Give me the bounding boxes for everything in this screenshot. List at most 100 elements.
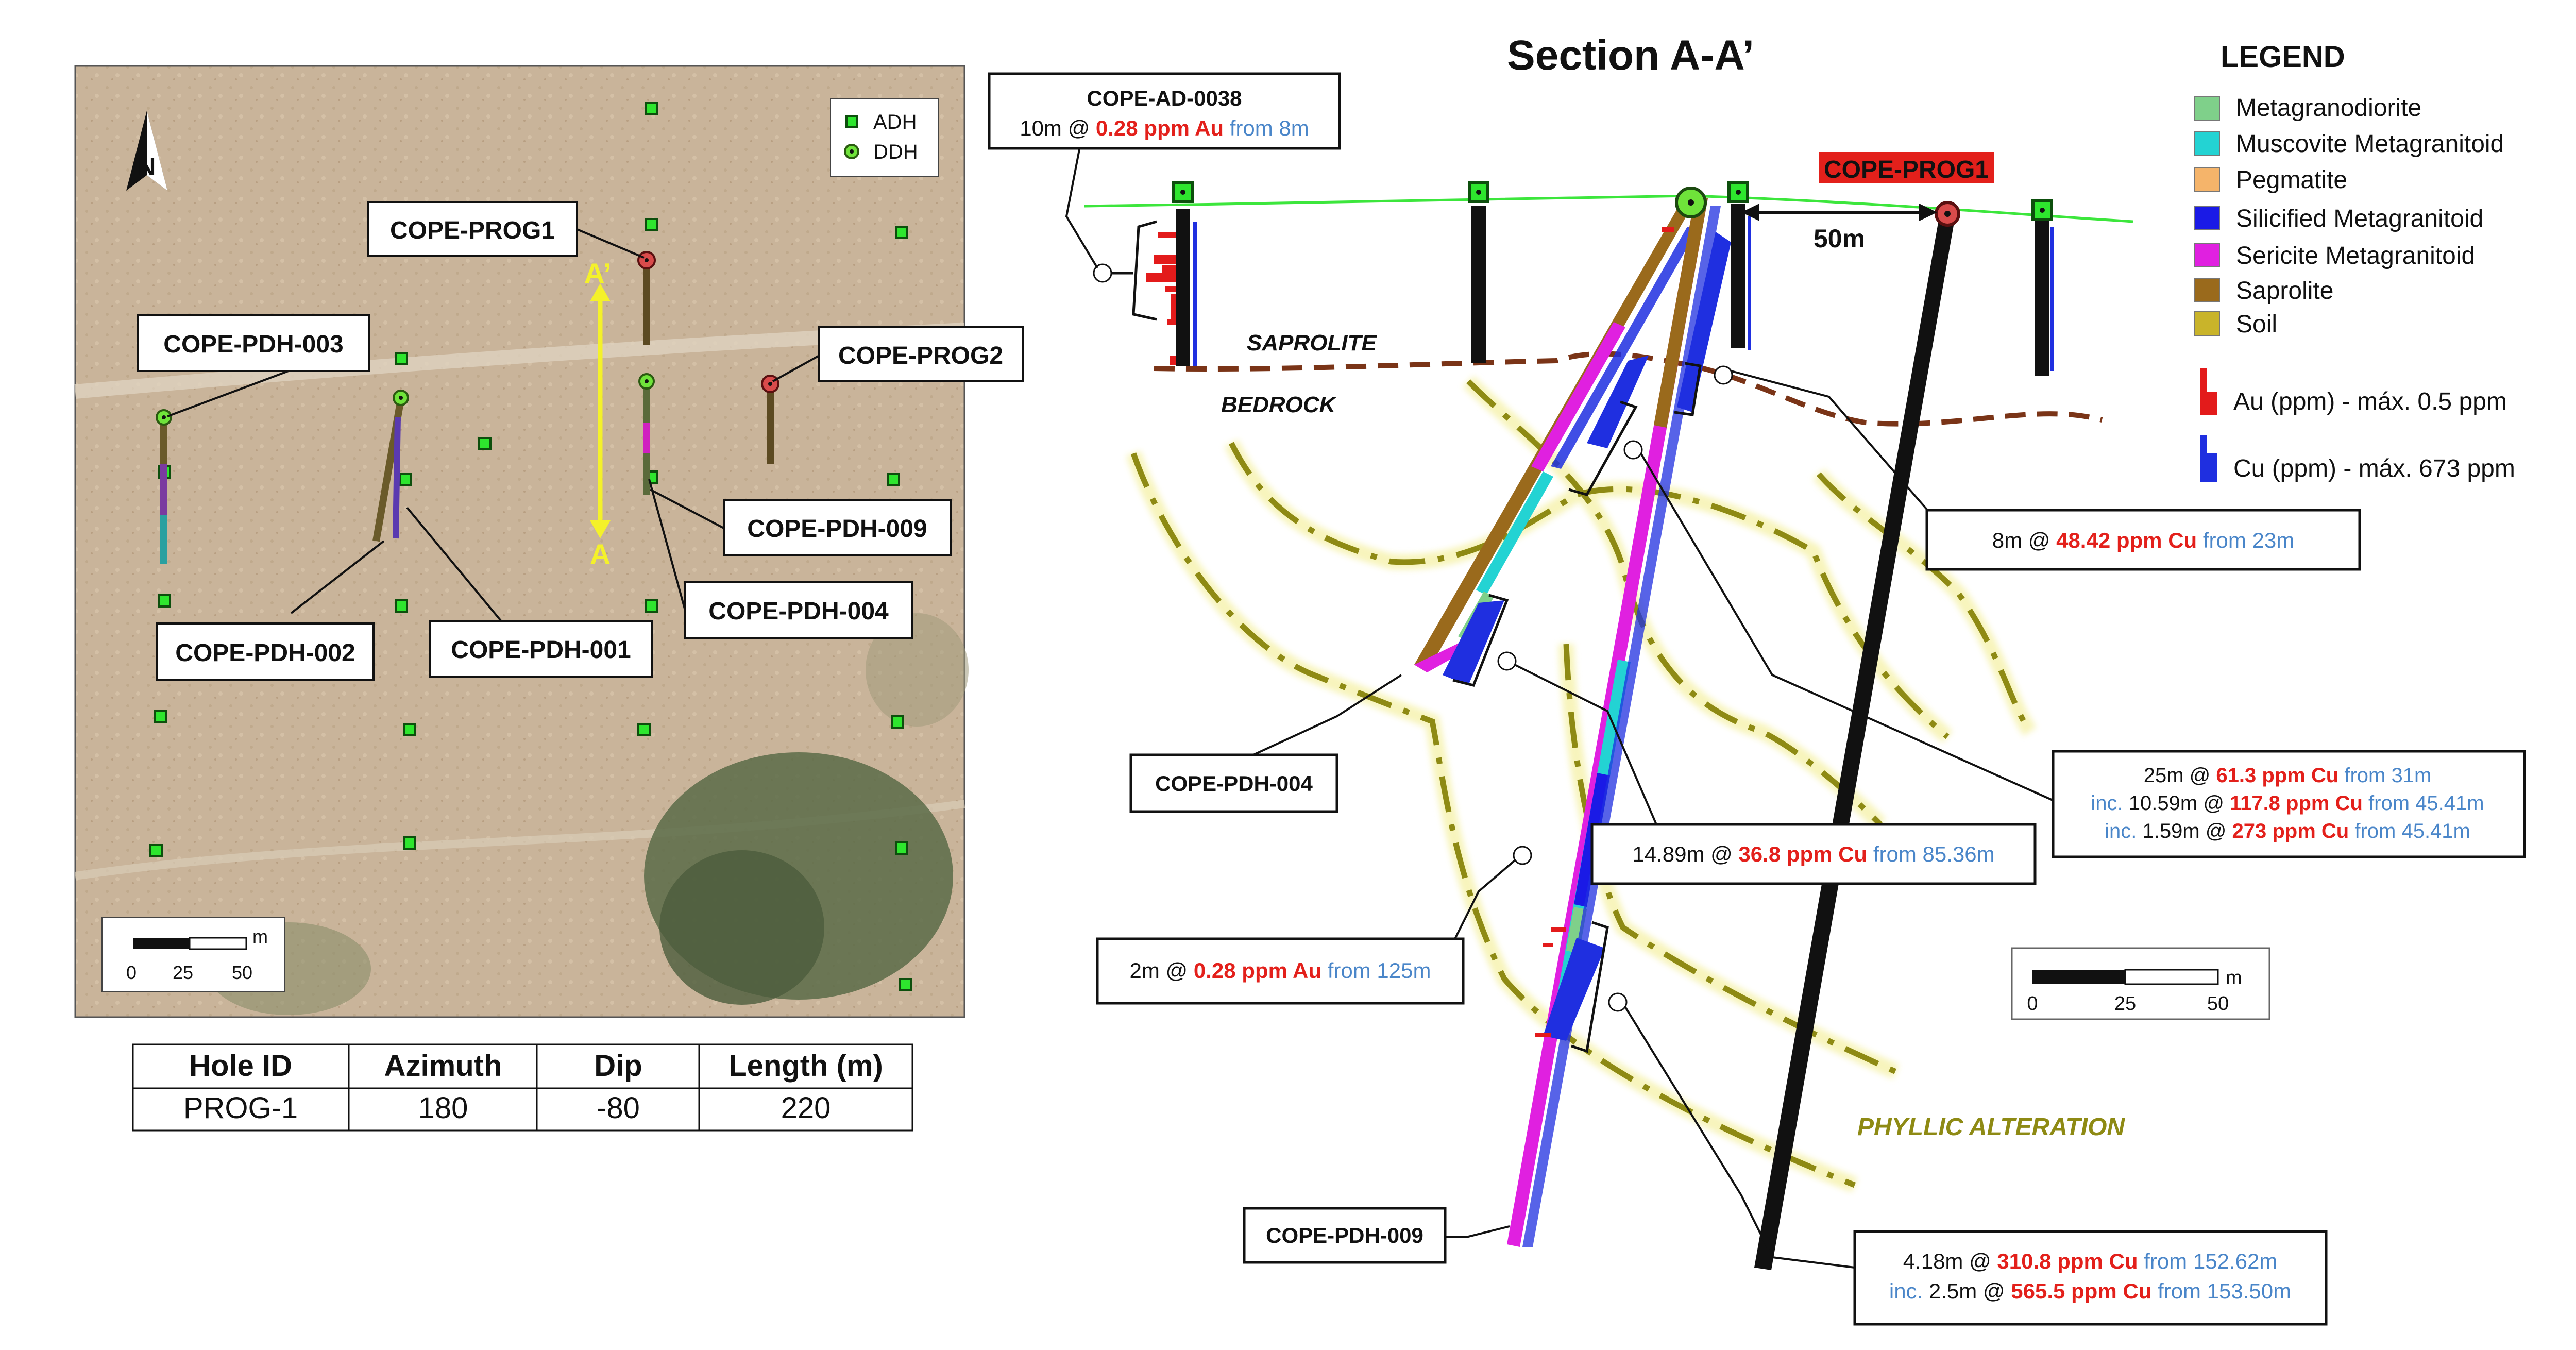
au-histogram-ad0038 <box>1146 232 1176 365</box>
adh-point <box>154 710 167 723</box>
interval-brackets <box>1110 220 1702 1053</box>
callout-c2: 25m @ 61.3 ppm Cu from 31m inc. 10.59m @… <box>2052 750 2526 858</box>
plan-scale-tick: 0 <box>126 962 137 983</box>
legend-swatch <box>2194 167 2220 192</box>
callout-c2-line1: 25m @ 61.3 ppm Cu from 31m <box>2144 764 2432 787</box>
legend-au: Au (ppm) - máx. 0.5 ppm <box>2233 388 2507 415</box>
callout-markers <box>1093 263 1733 1012</box>
legend-swatch <box>2194 243 2220 267</box>
legend-cu: Cu (ppm) - máx. 673 ppm <box>2233 455 2515 482</box>
adh-point <box>399 473 412 486</box>
plan-label-pdh002: COPE-PDH-002 <box>175 639 355 667</box>
label-pdh009: COPE-PDH-009 <box>1243 1207 1447 1264</box>
adh-point <box>645 218 658 231</box>
legend-unit: Muscovite Metagranitoid <box>2236 130 2504 158</box>
spacing-label: 50m <box>1814 224 1865 253</box>
legend-ddh: DDH <box>873 141 918 163</box>
legend-unit: Sericite Metagranitoid <box>2236 242 2475 269</box>
callout-c4-text: 2m @ 0.28 ppm Au from 125m <box>1130 958 1431 983</box>
table-cell: -80 <box>597 1091 640 1125</box>
ddh-pdh004 <box>1414 196 1698 685</box>
section-scale-tick: 50 <box>2207 993 2229 1015</box>
plan-scale-tick: 25 <box>173 962 193 983</box>
adh-point <box>395 352 408 365</box>
table-cell: 220 <box>781 1091 831 1125</box>
legend-swatch <box>2194 278 2220 302</box>
section-a-prime-label: A’ <box>584 257 612 290</box>
table-cell: PROG-1 <box>183 1091 298 1125</box>
plan-label-pdh001: COPE-PDH-001 <box>451 636 631 664</box>
callout-c1: 8m @ 48.42 ppm Cu from 23m <box>1925 509 2361 571</box>
plan-label-pdh009: COPE-PDH-009 <box>747 515 927 543</box>
section-scale-bar: m 0 25 50 <box>2011 947 2270 1020</box>
section-scale-tick: 0 <box>2027 993 2038 1015</box>
legend-adh: ADH <box>873 111 917 133</box>
callout-c2-line2: inc. 10.59m @ 117.8 ppm Cu from 45.41m <box>2091 792 2484 815</box>
adh-point <box>637 723 651 736</box>
adh-point <box>403 723 416 736</box>
adh-point <box>899 978 912 991</box>
legend-swatch <box>2194 96 2220 121</box>
section-a-label: A <box>590 538 611 570</box>
plan-label-pdh004: COPE-PDH-004 <box>708 598 889 625</box>
adh-point <box>158 594 171 608</box>
plan-scale-bar: m 0 25 50 <box>101 917 285 992</box>
legend-unit: Soil <box>2236 311 2277 338</box>
legend-unit: Saprolite <box>2236 277 2333 305</box>
table-header: Dip <box>594 1049 642 1083</box>
section-scale-tick: 25 <box>2114 993 2136 1015</box>
legend-unit: Pegmatite <box>2236 166 2347 194</box>
plan-map: N <box>74 65 1024 1018</box>
section-line: A’ A <box>584 257 612 570</box>
prog1-label-bg <box>1819 152 1994 183</box>
adh-point <box>645 102 658 115</box>
cu-legend-icon <box>2200 435 2217 482</box>
plan-label-prog2: COPE-PROG2 <box>838 342 1003 369</box>
callout-ad0038: COPE-AD-0038 10m @ 0.28 ppm Au from 8m <box>988 72 1341 150</box>
north-label: N <box>138 154 156 181</box>
plan-scale-unit: m <box>252 926 268 947</box>
adh-point <box>895 841 908 855</box>
callout-c5: 4.18m @ 310.8 ppm Cu from 152.62m inc. 2… <box>1853 1230 2328 1326</box>
plan-label-pdh003: COPE-PDH-003 <box>163 331 343 358</box>
callout-c2-line3: inc. 1.59m @ 273 ppm Cu from 45.41m <box>2105 820 2470 842</box>
adh-point <box>887 473 900 486</box>
legend-unit: Metagranodiorite <box>2236 94 2421 122</box>
adh-point <box>478 437 492 450</box>
topography-line <box>1084 194 2133 223</box>
callout-c4: 2m @ 0.28 ppm Au from 125m <box>1096 937 1465 1005</box>
north-arrow-icon: N <box>126 111 167 191</box>
section-title: Section A-A’ <box>1507 32 1754 79</box>
section-legend: LEGEND Metagranodiorite Muscovite Metagr… <box>2194 40 2515 482</box>
legend-title: LEGEND <box>2221 40 2345 74</box>
au-legend-icon <box>2200 368 2217 415</box>
ddh-traces <box>160 260 774 564</box>
label-pdh004: COPE-PDH-004 <box>1129 753 1338 813</box>
hole-table: Hole ID Azimuth Dip Length (m) PROG-1 18… <box>132 1043 913 1132</box>
plan-scale-tick: 50 <box>232 962 252 983</box>
callout-c3-text: 14.89m @ 36.8 ppm Cu from 85.36m <box>1632 842 1994 866</box>
legend-swatch <box>2194 311 2220 336</box>
table-header: Length (m) <box>728 1049 883 1083</box>
adh-legend-icon <box>845 115 858 128</box>
cross-section: Section A-A’ SAPROLITE BEDROCK P <box>988 32 2526 1326</box>
adh-point <box>891 715 904 729</box>
legend-swatch <box>2194 206 2220 230</box>
saprolite-label: SAPROLITE <box>1247 330 1377 356</box>
plan-hole-labels: COPE-PROG1 COPE-PROG2 COPE-PDH-003 COPE-… <box>137 201 1024 681</box>
prog1-planned-hole <box>1754 201 1960 1270</box>
adh-point <box>895 226 908 239</box>
callout-c5-line1: 4.18m @ 310.8 ppm Cu from 152.62m <box>1903 1249 2278 1273</box>
adh-holes <box>1172 181 2054 376</box>
callout-ad0038-text: 10m @ 0.28 ppm Au from 8m <box>1020 116 1309 140</box>
callout-c3: 14.89m @ 36.8 ppm Cu from 85.36m <box>1590 823 2037 885</box>
callout-c5-line2: inc. 2.5m @ 565.5 ppm Cu from 153.50m <box>1889 1279 2291 1303</box>
section-prog1-label: COPE-PROG1 <box>1824 156 1989 183</box>
callout-c1-text: 8m @ 48.42 ppm Cu from 23m <box>1992 528 2294 552</box>
legend-unit: Silicified Metagranitoid <box>2236 205 2483 232</box>
table-header: Hole ID <box>189 1049 292 1083</box>
plan-leaders <box>167 228 820 630</box>
legend-swatch <box>2194 131 2220 156</box>
callout-ad0038-title: COPE-AD-0038 <box>1087 86 1242 110</box>
